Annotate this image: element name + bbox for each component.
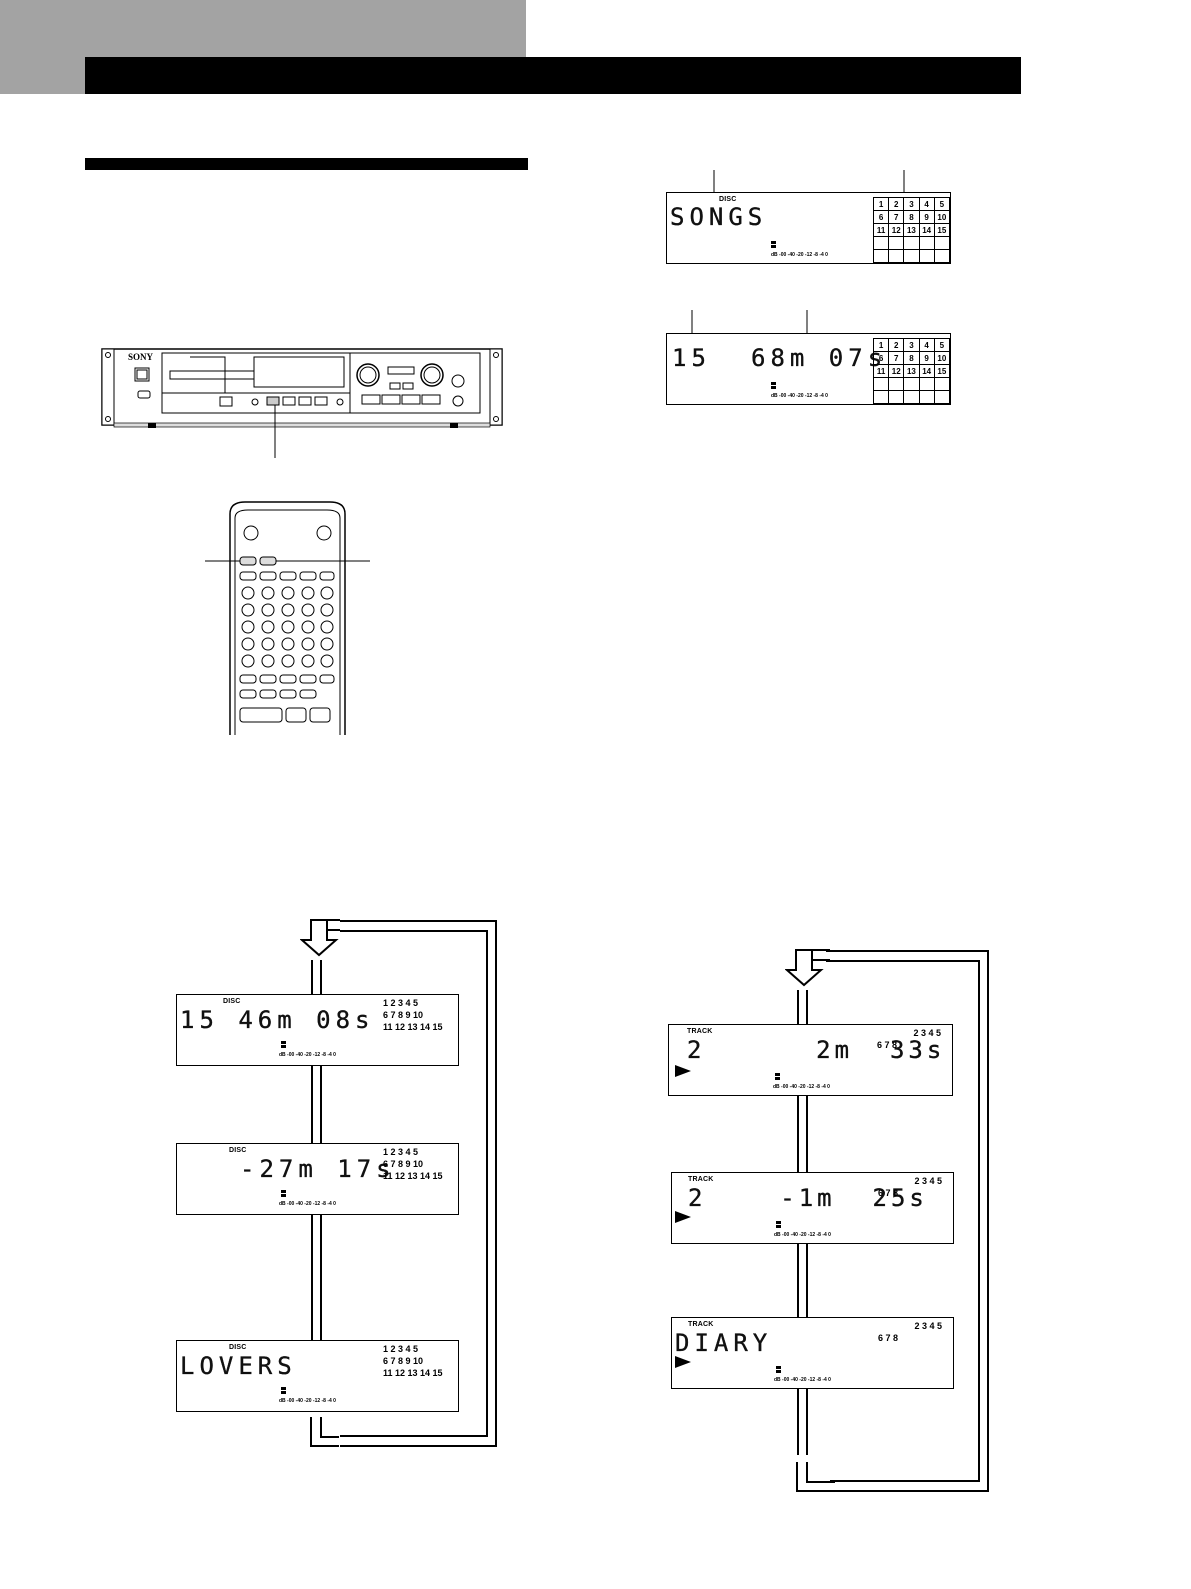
display-track-name-diary: TRACK DIARY dB -00 -40 -20 -12 -8 -4 0 2…	[671, 1317, 954, 1389]
track-numbers-row2: 6 7 8	[877, 1040, 898, 1050]
track-indicator: TRACK	[688, 1176, 714, 1183]
disc-indicator: DISC	[229, 1344, 247, 1351]
level-meter-scale: dB -00 -40 -20 -12 -8 -4 0	[279, 1052, 336, 1058]
total-time-text: 68m 07s	[751, 344, 888, 372]
play-indicator-icon	[675, 1065, 691, 1077]
disc-elapsed-text: 15 46m 08s	[180, 1006, 375, 1034]
track-numbers: 2 3 4 5	[913, 1028, 941, 1038]
level-meter-scale: dB -00 -40 -20 -12 -8 -4 0	[279, 1398, 336, 1404]
track-title-text: DIARY	[675, 1329, 773, 1357]
sony-logo: SONY	[128, 352, 154, 362]
track-numbers: 1 2 3 4 5 6 7 8 9 10 11 12 13 14 15	[383, 1344, 443, 1378]
track-indicator: TRACK	[688, 1321, 714, 1328]
play-indicator-icon	[675, 1356, 691, 1368]
disc-remaining-text: -27m 17s	[240, 1155, 396, 1183]
track-numbers-row2: 6 7 8	[878, 1188, 899, 1198]
track-remaining-text: 2 -1m 25s	[688, 1184, 928, 1212]
level-meter-scale: dB -00 -40 -20 -12 -8 -4 0	[774, 1377, 831, 1383]
header-black-bar	[85, 57, 1021, 94]
track-elapsed-text: 2 2m 33s	[687, 1036, 946, 1064]
disc-indicator: DISC	[229, 1147, 247, 1154]
track-numbers-row2: 6 7 8	[878, 1333, 899, 1343]
cycle-down-arrow-icon	[300, 919, 340, 957]
level-meter-scale: dB -00 -40 -20 -12 -8 -4 0	[279, 1201, 336, 1207]
disc-title-text: SONGS	[670, 203, 768, 231]
track-numbers: 2 3 4 5	[914, 1176, 942, 1186]
track-numbers: 1 2 3 4 5 6 7 8 9 10 11 12 13 14 15	[383, 1147, 443, 1181]
level-meter-scale: dB -00 -40 -20 -12 -8 -4 0	[771, 393, 828, 399]
disc-indicator: DISC	[719, 196, 737, 203]
cycle-down-arrow-icon	[785, 949, 830, 987]
md-deck-illustration: SONY	[101, 348, 503, 458]
display-disc-remaining: DISC -27m 17s dB -00 -40 -20 -12 -8 -4 0…	[176, 1143, 459, 1215]
display-track-elapsed: TRACK 2 2m 33s dB -00 -40 -20 -12 -8 -4 …	[668, 1024, 953, 1096]
cycle-loop-right-end	[796, 1462, 835, 1492]
level-meter-scale: dB -00 -40 -20 -12 -8 -4 0	[774, 1232, 831, 1238]
track-numbers: 2 3 4 5	[914, 1321, 942, 1331]
disc-title-text: LOVERS	[180, 1352, 297, 1380]
level-meter-scale: dB -00 -40 -20 -12 -8 -4 0	[773, 1084, 830, 1090]
level-meter-scale: dB -00 -40 -20 -12 -8 -4 0	[771, 252, 828, 258]
cycle-loop-left-end	[310, 1417, 339, 1447]
display-track-remaining: TRACK 2 -1m 25s dB -00 -40 -20 -12 -8 -4…	[671, 1172, 954, 1244]
play-indicator-icon	[675, 1211, 691, 1223]
display-disc-name-lovers: DISC LOVERS dB -00 -40 -20 -12 -8 -4 0 1…	[176, 1340, 459, 1412]
track-numbers: 1 2 3 4 5 6 7 8 9 10 11 12 13 14 15	[383, 998, 443, 1032]
total-tracks-text: 15	[672, 344, 711, 372]
track-indicator: TRACK	[687, 1028, 713, 1035]
display-disc-elapsed: DISC 15 46m 08s dB -00 -40 -20 -12 -8 -4…	[176, 994, 459, 1066]
section-heading-rule	[85, 158, 528, 170]
remote-control-illustration	[205, 501, 370, 735]
disc-indicator: DISC	[223, 998, 241, 1005]
